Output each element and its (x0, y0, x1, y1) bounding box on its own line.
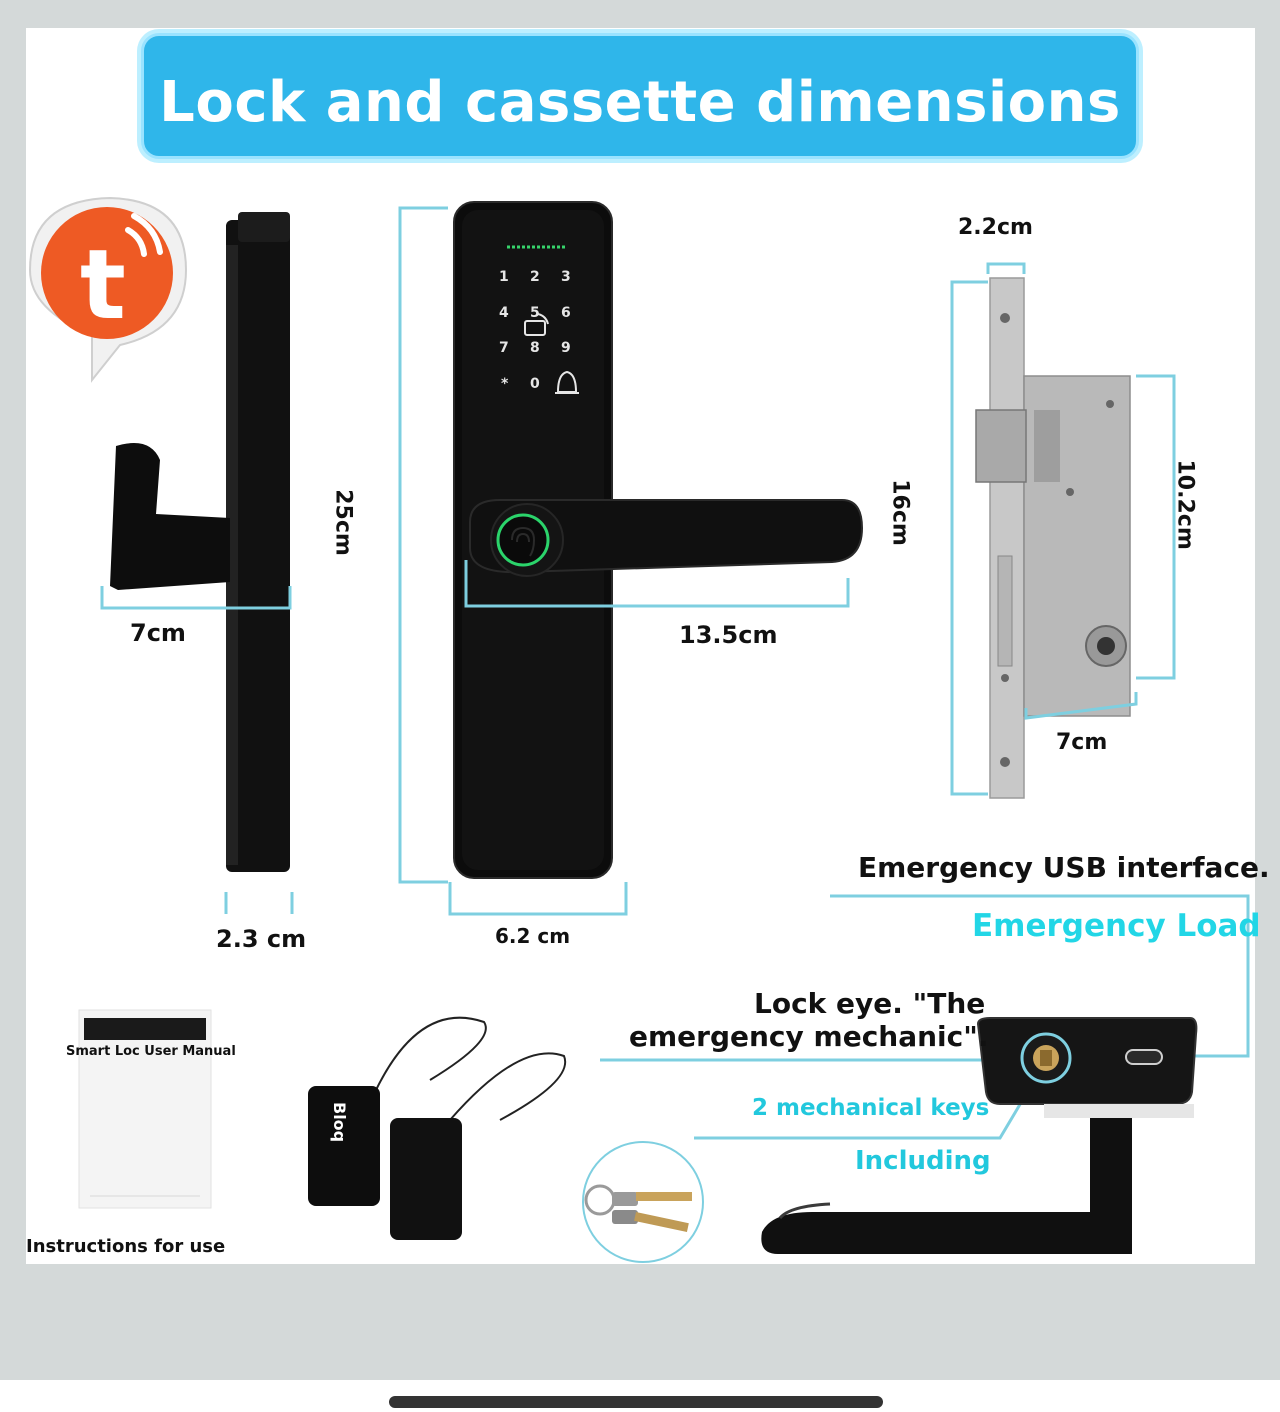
keypad-key: * (501, 376, 509, 392)
keypad-key: 3 (561, 269, 571, 285)
doorbell-icon (555, 370, 579, 394)
cassette-body-height-label: 10.2cm (1172, 459, 1198, 550)
keypad-key: 9 (561, 340, 571, 356)
manual-cover-title: Smart Loc User Manual (66, 1044, 236, 1059)
card-brand-label: Bloq (330, 1102, 349, 1142)
lock-side-view (110, 212, 290, 872)
home-indicator[interactable] (389, 1396, 883, 1408)
cassette-body-width-label: 7cm (1056, 730, 1108, 755)
mortise-cassette (975, 277, 1131, 799)
key-cylinder-icon (1020, 1032, 1072, 1084)
tuya-logo-icon: t (28, 196, 188, 383)
keypad-key: 8 (530, 340, 540, 356)
usb-callout: Emergency USB interface. (858, 851, 1270, 884)
lock-body-closeup (761, 1017, 1198, 1254)
mechanical-keys-icon (582, 1141, 704, 1263)
svg-text:t: t (80, 229, 126, 341)
card-reader-icon (524, 313, 549, 336)
handle-length-label: 13.5cm (679, 621, 778, 649)
dimension-lines (100, 206, 1250, 1140)
usb-c-port-icon (1125, 1049, 1163, 1065)
manual-caption: Instructions for use (26, 1236, 226, 1257)
page-title: Lock and cassette dimensions (159, 70, 1121, 135)
keypad-key: 1 (499, 269, 509, 285)
keypad-key: 4 (499, 305, 509, 321)
fingerprint-sensor-icon (496, 513, 550, 567)
handle-depth-label: 7cm (130, 619, 186, 647)
keypad-key: 0 (530, 376, 540, 392)
emergency-load-callout: Emergency Load (972, 908, 1261, 944)
height-label: 25cm (330, 489, 356, 556)
thickness-label: 2.3 cm (216, 925, 307, 953)
keypad-key: 2 (530, 269, 540, 285)
title-banner: Lock and cassette dimensions (141, 33, 1139, 159)
keypad-key: 7 (499, 340, 509, 356)
lock-eye-callout-line2: emergency mechanic". (629, 1020, 989, 1053)
cassette-top-label: 2.2cm (958, 215, 1033, 240)
including-callout: Including (855, 1146, 991, 1176)
cassette-height-label: 16cm (887, 479, 913, 546)
keypad-key: 5 (530, 305, 540, 321)
width-label: 6.2 cm (495, 924, 571, 948)
keypad: 1 2 3 4 5 6 7 8 9 * 0 (499, 269, 571, 392)
mechanical-keys-callout: 2 mechanical keys (752, 1095, 990, 1121)
keypad-key: 6 (561, 305, 571, 321)
rfid-cards: Bloq (308, 1016, 567, 1240)
lock-front-view: 1 2 3 4 5 6 7 8 9 * 0 (453, 201, 864, 879)
user-manual (78, 1009, 212, 1209)
lock-eye-callout-line1: Lock eye. "The (754, 987, 986, 1020)
